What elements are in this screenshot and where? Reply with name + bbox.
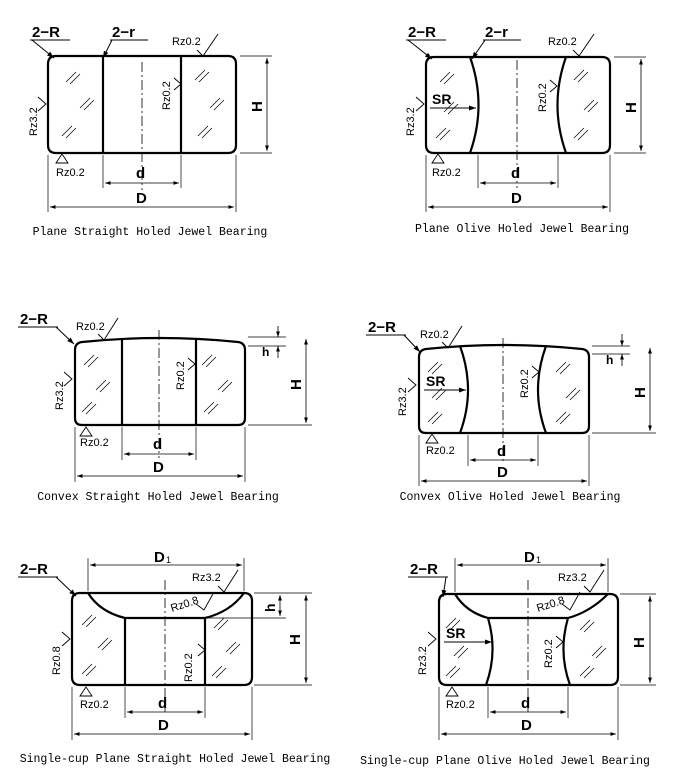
roughness-left: Rz0.8 [51,646,63,675]
roughness-bore: Rz0.2 [183,653,195,682]
hatch-marks [61,69,225,139]
roughness-cup-surface: Rz0.8 [535,595,566,615]
roughness-cup: Rz3.2 [558,572,587,584]
olive-wall-left [458,345,470,434]
dim-h: h [262,603,278,612]
dim-H: H [249,101,266,112]
olive-wall-left [484,617,494,686]
bearing-outline [46,54,238,155]
dim-D: D [153,459,164,476]
label-2R: 2−R [20,311,48,328]
diagram-cup-olive: 2−R D 1 Rz3.2 Rz0.8 Rz3.2 Rz0.2 SR Rz0.2… [360,549,656,768]
roughness-top: Rz0.2 [76,321,105,333]
label-2R: 2−R [20,561,48,578]
cup-profile [454,593,609,620]
dim-d: d [158,695,167,712]
dim-H: H [623,102,640,113]
bearing-outline [417,343,591,435]
diagram-cup-straight: 2−R D 1 Rz3.2 Rz0.8 Rz0.8 Rz0.2 Rz0.2 h … [18,549,330,766]
roughness-left: Rz3.2 [417,646,429,675]
olive-wall-right [562,617,572,686]
olive-wall-left [468,56,480,154]
roughness-bottom: Rz0.2 [426,445,455,457]
hatch-marks [445,617,607,679]
diagram-plane-straight: 2−R 2−r Rz0.2 Rz3.2 Rz0.2 Rz0.2 H d D P [28,24,272,239]
dim-D: D [497,464,508,481]
roughness-bore: Rz0.2 [519,369,531,398]
roughness-cup-surface: Rz0.8 [169,595,200,615]
label-2r: 2−r [485,24,508,41]
roughness-bottom: Rz0.2 [80,699,109,711]
dim-D: D [158,717,169,734]
label-2R: 2−R [32,24,60,41]
diagram-plane-olive: 2−R 2−r Rz0.2 Rz3.2 Rz0.2 SR Rz0.2 H d D… [405,24,646,236]
hatch-marks [435,69,599,141]
label-2R: 2−R [408,24,436,41]
dim-D: D [511,190,522,207]
roughness-bore: Rz0.2 [175,361,187,390]
roughness-bore: Rz0.2 [161,81,173,110]
roughness-left: Rz3.2 [54,381,66,410]
roughness-bottom: Rz0.2 [446,699,475,711]
olive-wall-right [536,345,548,434]
bearing-outline [437,592,620,687]
dim-h: h [262,345,269,359]
caption-plane-olive: Plane Olive Holed Jewel Bearing [415,223,629,236]
bearing-outline [70,591,254,687]
dim-h: h [606,353,613,367]
roughness-top: Rz0.2 [548,36,577,48]
dim-D: D [136,190,147,207]
dim-D: D [521,717,532,734]
roughness-bottom: Rz0.2 [56,167,85,179]
caption-convex-straight: Convex Straight Holed Jewel Bearing [37,491,279,504]
dim-d: d [521,695,530,712]
bearing-outline [73,336,247,427]
olive-wall-right [556,56,568,154]
roughness-cup: Rz3.2 [192,572,221,584]
caption-convex-olive: Convex Olive Holed Jewel Bearing [400,491,621,504]
caption-cup-straight: Single-cup Plane Straight Holed Jewel Be… [20,753,331,766]
hatch-marks [81,614,241,679]
cup-profile [87,592,245,620]
roughness-bore: Rz0.2 [543,639,555,668]
roughness-top: Rz0.2 [420,329,449,341]
dim-D1-subscript: 1 [166,555,171,565]
roughness-bottom: Rz0.2 [432,167,461,179]
diagram-convex-olive: 2−R Rz0.2 Rz3.2 Rz0.2 SR Rz0.2 h H d D C… [366,319,656,504]
caption-cup-olive: Single-cup Plane Olive Holed Jewel Beari… [360,755,650,768]
hatch-marks [427,361,581,425]
roughness-left: Rz3.2 [397,387,409,416]
dim-d: d [153,436,162,453]
label-SR: SR [432,91,451,107]
dim-H: H [288,379,305,390]
dim-H: H [287,634,304,645]
roughness-bore: Rz0.2 [537,83,549,112]
hatch-marks [81,354,233,415]
label-SR: SR [426,373,445,389]
roughness-left: Rz3.2 [405,107,417,136]
roughness-top: Rz0.2 [172,36,201,48]
label-2r: 2−r [112,24,135,41]
label-SR: SR [446,625,465,641]
dim-D1: D [154,549,165,566]
roughness-left: Rz3.2 [28,107,40,136]
dim-H: H [631,637,648,648]
label-2R: 2−R [410,561,438,578]
dim-d: d [136,165,145,182]
roughness-bottom: Rz0.2 [80,437,109,449]
dim-D1: D [524,549,535,566]
label-2R: 2−R [368,319,396,336]
dim-d: d [497,443,506,460]
dim-d: d [511,165,520,182]
diagram-convex-straight: 2−R Rz0.2 Rz3.2 Rz0.2 Rz0.2 h H d D Conv… [18,311,312,504]
bearing-outline [424,55,612,155]
caption-plane-straight: Plane Straight Holed Jewel Bearing [33,226,268,239]
dim-D1-subscript: 1 [536,555,541,565]
dim-H: H [632,387,649,398]
